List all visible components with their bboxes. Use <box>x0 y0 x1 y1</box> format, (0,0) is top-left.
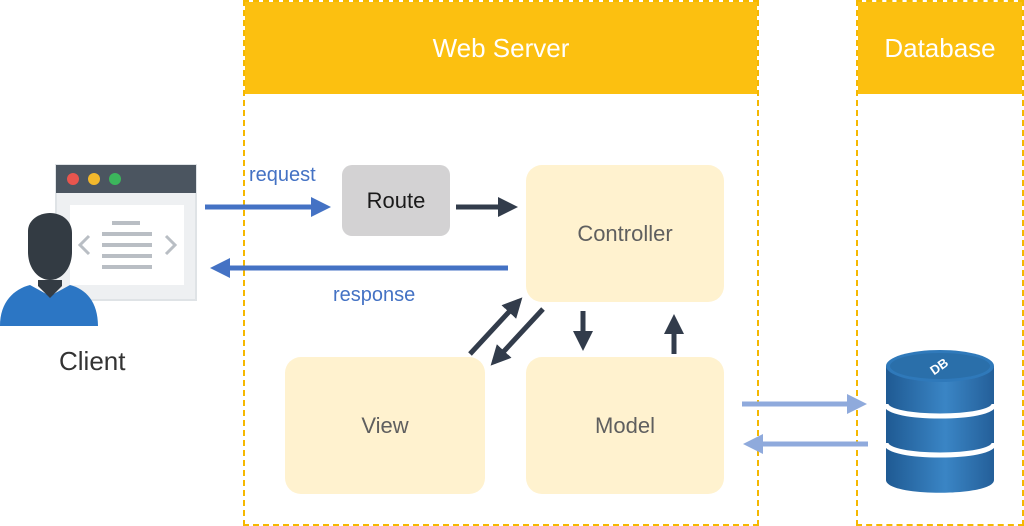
web-server-container: Web Server <box>243 0 759 526</box>
model-box: Model <box>526 357 724 494</box>
web-server-title: Web Server <box>432 32 570 63</box>
model-label: Model <box>595 412 655 438</box>
view-label: View <box>361 412 409 438</box>
response-label: response <box>333 284 416 306</box>
request-label: request <box>249 164 316 186</box>
controller-label: Controller <box>577 220 673 246</box>
view-to-controller-arrow <box>468 297 523 356</box>
database-header: Database <box>858 2 1022 94</box>
browser-window-icon <box>55 164 197 301</box>
controller-box: Controller <box>526 165 724 302</box>
route-label: Route <box>366 187 426 213</box>
web-server-header: Web Server <box>245 2 757 94</box>
user-icon <box>0 213 98 326</box>
controller-to-view-arrow <box>490 307 545 366</box>
database-container: Database <box>856 0 1024 526</box>
client-label: Client <box>59 346 126 376</box>
database-cylinder-icon <box>883 350 997 493</box>
database-title: Database <box>884 32 996 63</box>
route-box: Route <box>342 165 450 236</box>
view-box: View <box>285 357 485 494</box>
